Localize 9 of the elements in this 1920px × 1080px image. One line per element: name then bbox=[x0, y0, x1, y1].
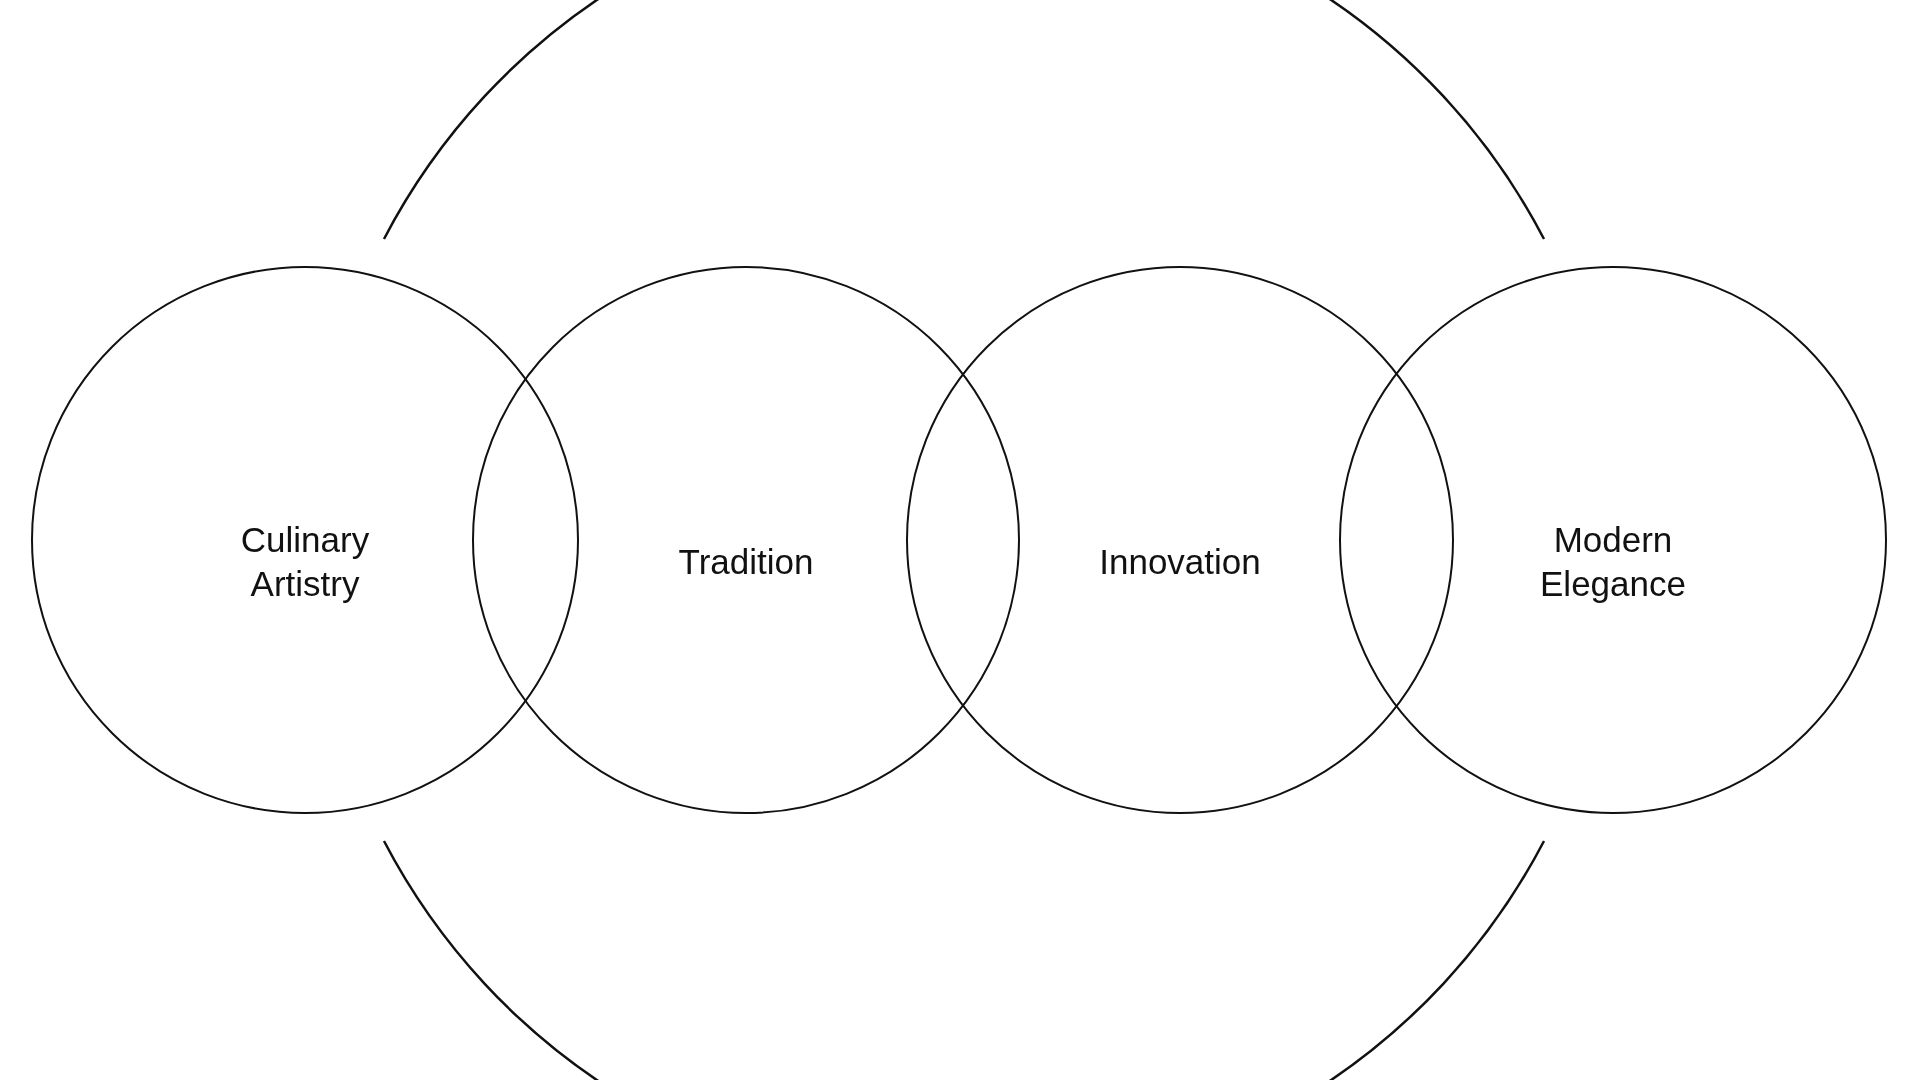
outer-ring bbox=[384, 0, 1544, 1080]
circle-label: Modern Elegance bbox=[1539, 519, 1687, 605]
venn-circle bbox=[906, 266, 1454, 814]
venn-circle bbox=[31, 266, 579, 814]
circle-label: Tradition bbox=[677, 541, 815, 583]
venn-circle bbox=[1339, 266, 1887, 814]
circle-label: Culinary Artistry bbox=[239, 519, 371, 605]
venn-circle bbox=[472, 266, 1020, 814]
circle-label: Innovation bbox=[1098, 541, 1262, 583]
